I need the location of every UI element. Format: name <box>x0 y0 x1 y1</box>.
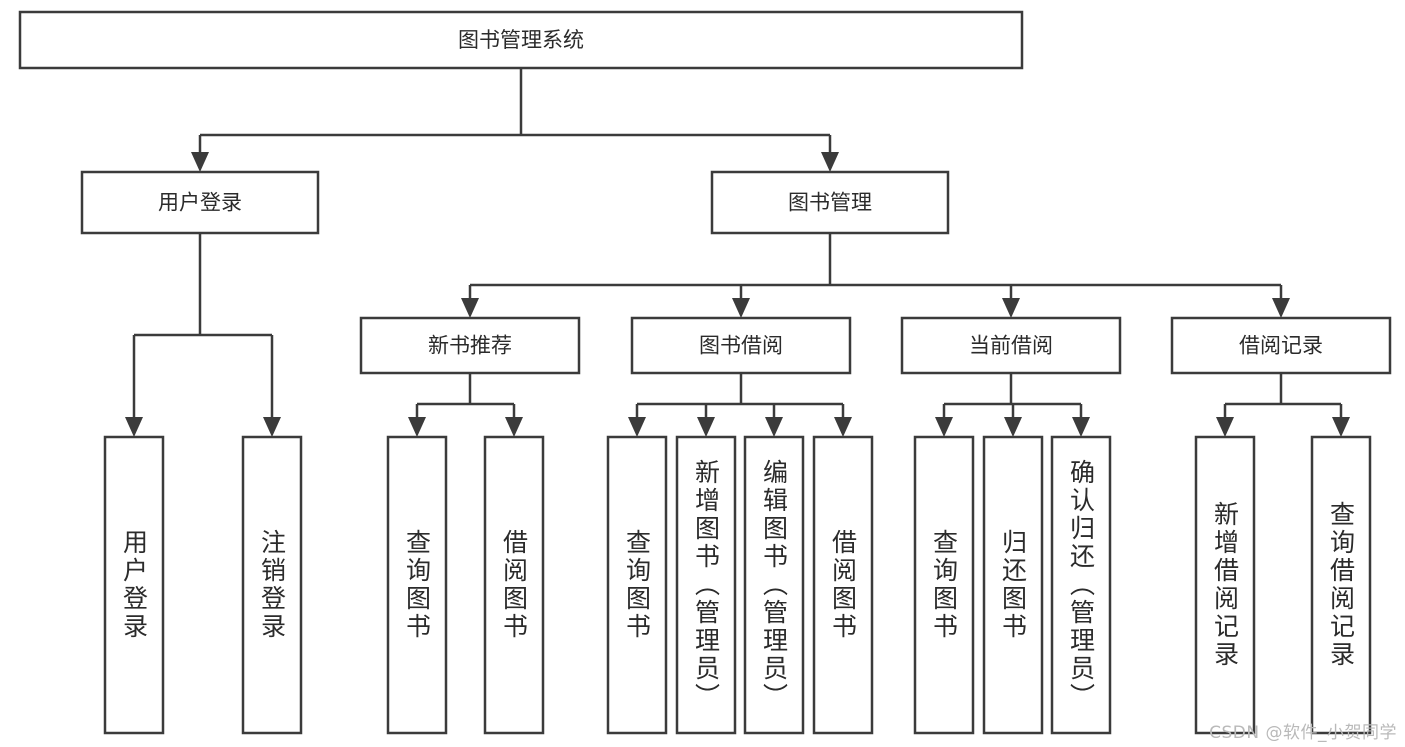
arrow-head-icon <box>408 417 426 437</box>
arrow-head-icon <box>732 298 750 318</box>
leaf-node-leaf-edit-book-box[interactable] <box>743 435 805 735</box>
leaf-node-leaf-user-logout-box[interactable] <box>241 435 303 735</box>
leaf-node-leaf-add-book-box[interactable] <box>675 435 737 735</box>
leaf-node-leaf-query-record-box[interactable] <box>1310 435 1372 735</box>
arrow-head-icon <box>191 152 209 172</box>
leaf-node-leaf-confirm-return-box[interactable] <box>1050 435 1112 735</box>
level1-node-book-manage-label: 图书管理 <box>788 191 872 215</box>
leaf-node-leaf-borrow-book-box[interactable] <box>812 435 874 735</box>
connector-layer <box>125 68 1350 437</box>
level1-node-user-login-label: 用户登录 <box>158 191 242 215</box>
level1-node-book-manage-box[interactable] <box>710 170 950 235</box>
arrow-head-icon <box>628 417 646 437</box>
level2-node-book-borrow-box[interactable] <box>630 316 852 375</box>
leaf-node-leaf-borrow-book-rec-box[interactable] <box>483 435 545 735</box>
arrow-head-icon <box>1272 298 1290 318</box>
arrow-head-icon <box>1002 298 1020 318</box>
arrow-head-icon <box>935 417 953 437</box>
level2-node-borrow-record-label: 借阅记录 <box>1239 334 1323 358</box>
arrow-head-icon <box>1004 417 1022 437</box>
arrow-head-icon <box>834 417 852 437</box>
arrow-head-icon <box>821 152 839 172</box>
node-box-layer <box>18 10 1392 735</box>
arrow-head-icon <box>765 417 783 437</box>
arrow-head-icon <box>1072 417 1090 437</box>
leaf-node-leaf-query-book-borrow-box[interactable] <box>606 435 668 735</box>
leaf-node-leaf-query-book-rec-box[interactable] <box>386 435 448 735</box>
root-node-box[interactable] <box>18 10 1024 70</box>
root-node-label: 图书管理系统 <box>458 28 584 52</box>
leaf-node-leaf-add-record-box[interactable] <box>1194 435 1256 735</box>
arrow-head-icon <box>125 417 143 437</box>
level2-node-new-book-rec-box[interactable] <box>359 316 581 375</box>
level1-node-user-login-box[interactable] <box>80 170 320 235</box>
leaf-node-leaf-return-book-box[interactable] <box>982 435 1044 735</box>
arrow-head-icon <box>697 417 715 437</box>
arrow-head-icon <box>461 298 479 318</box>
level2-node-borrow-record-box[interactable] <box>1170 316 1392 375</box>
level2-node-current-borrow-box[interactable] <box>900 316 1122 375</box>
csdn-watermark: CSDN @软件_小贺同学 <box>1209 723 1397 743</box>
arrow-head-icon <box>263 417 281 437</box>
leaf-node-leaf-user-login-box[interactable] <box>103 435 165 735</box>
arrow-head-icon <box>1216 417 1234 437</box>
arrow-head-icon <box>505 417 523 437</box>
level2-node-current-borrow-label: 当前借阅 <box>969 334 1053 358</box>
level2-node-book-borrow-label: 图书借阅 <box>699 334 783 358</box>
arrow-head-icon <box>1332 417 1350 437</box>
level2-node-new-book-rec-label: 新书推荐 <box>428 334 512 358</box>
leaf-node-leaf-query-book-cur-box[interactable] <box>913 435 975 735</box>
